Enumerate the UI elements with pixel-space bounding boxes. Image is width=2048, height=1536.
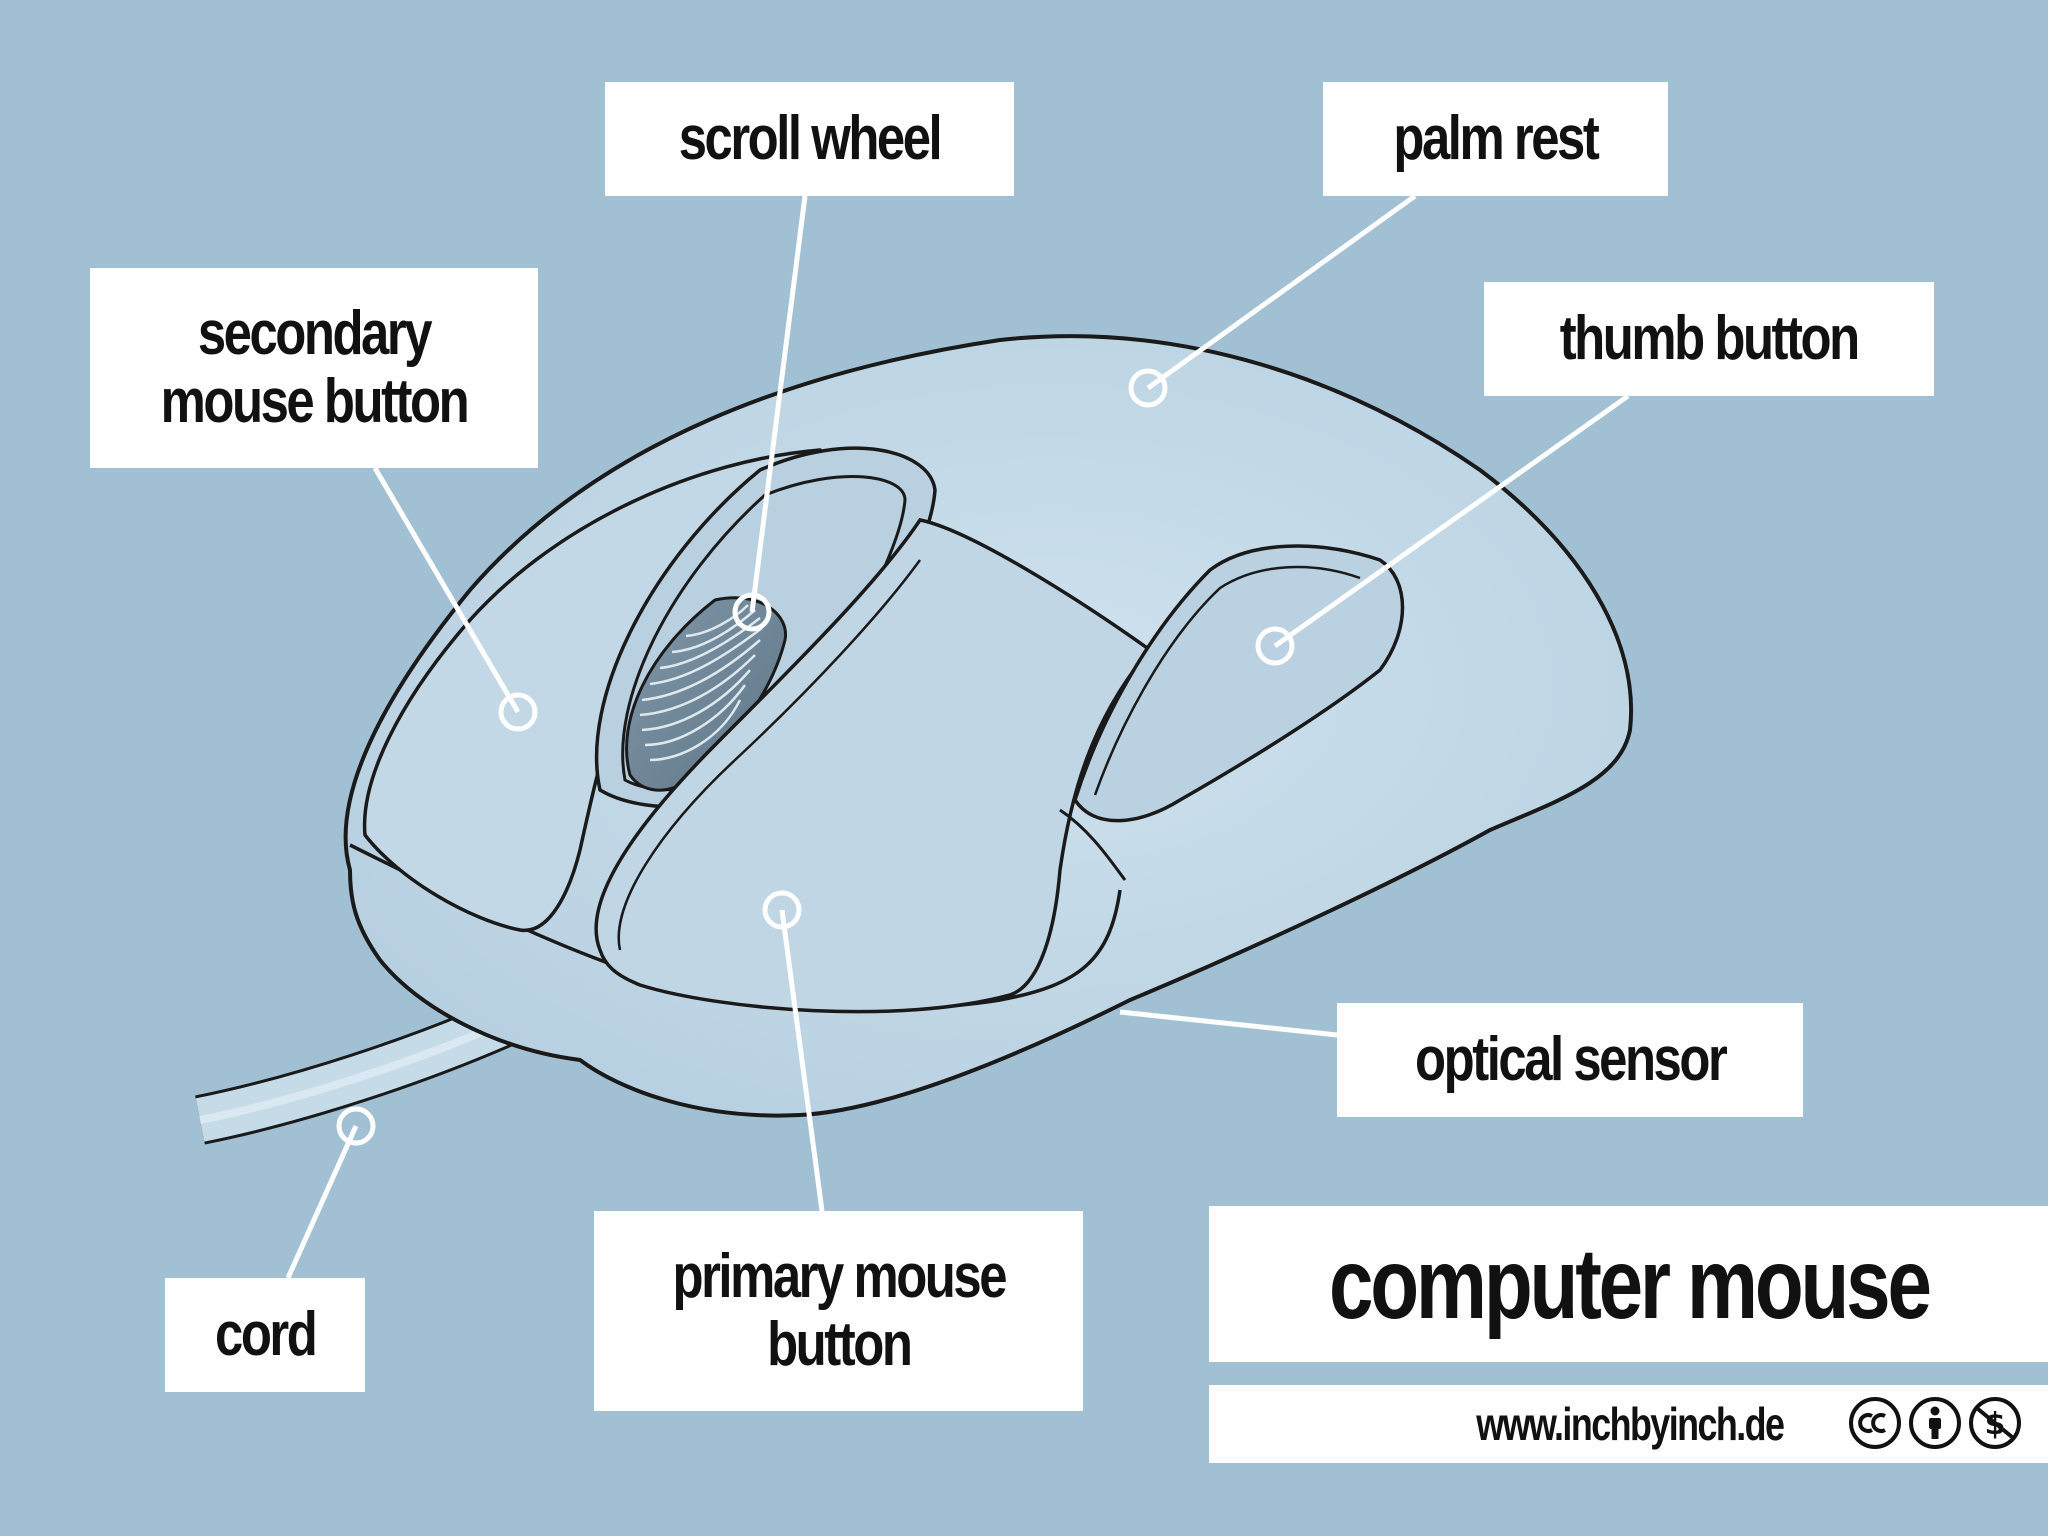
leader-lines [285, 193, 1630, 1280]
label-palm-rest: palm rest [1323, 82, 1668, 196]
label-thumb-button-text: thumb button [1560, 303, 1860, 373]
website-text: www.inchbyinch.de [1476, 1398, 1785, 1450]
label-primary-mouse-button-text: primary mouse button [672, 1241, 1007, 1379]
page-title: computer mouse [1328, 1228, 1932, 1340]
marker-cord [336, 1106, 376, 1146]
label-palm-rest-text: palm rest [1393, 103, 1600, 173]
leader-palm-rest [1146, 193, 1417, 391]
leader-scroll-wheel [749, 195, 808, 613]
marker-secondary [498, 692, 538, 732]
marker-primary [762, 890, 802, 930]
website-bar [1209, 1385, 2048, 1463]
website-link[interactable]: www.inchbyinch.de [1440, 1385, 1820, 1463]
label-primary-mouse-button: primary mouse button [594, 1211, 1083, 1411]
label-secondary-mouse-button: secondary mouse button [90, 268, 538, 468]
attribution-icon [1909, 1397, 1961, 1449]
leader-cord [285, 1124, 359, 1280]
leader-secondary [372, 466, 521, 714]
cc-icon [1849, 1397, 1901, 1449]
leader-thumb [1273, 393, 1630, 649]
marker-palm-rest [1128, 368, 1168, 408]
leader-primary [779, 909, 825, 1212]
mouse-body [343, 334, 1634, 1118]
label-secondary-mouse-button-text: secondary mouse button [160, 298, 470, 436]
label-scroll-wheel: scroll wheel [605, 82, 1014, 196]
marker-scroll-wheel [732, 592, 772, 632]
label-optical-sensor-text: optical sensor [1414, 1024, 1728, 1094]
label-scroll-wheel-text: scroll wheel [678, 103, 943, 173]
label-cord-text: cord [214, 1299, 318, 1369]
leader-markers [336, 368, 1295, 1146]
leader-optical [1119, 1009, 1338, 1038]
marker-thumb [1255, 626, 1295, 666]
scroll-wheel [625, 596, 788, 792]
label-cord: cord [165, 1278, 365, 1392]
noncommercial-icon: $ [1969, 1397, 2021, 1449]
label-optical-sensor: optical sensor [1337, 1003, 1803, 1117]
title-box: computer mouse [1209, 1206, 2048, 1362]
label-thumb-button: thumb button [1484, 282, 1934, 396]
